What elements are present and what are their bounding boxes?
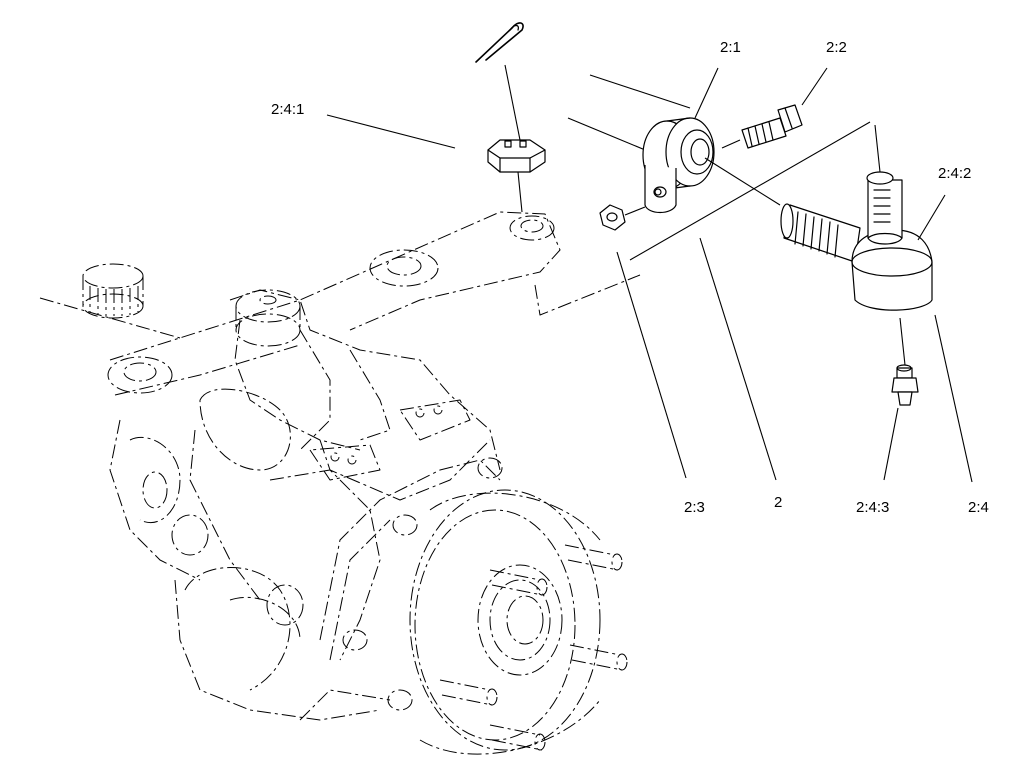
leader-lines bbox=[326, 67, 973, 483]
callout-2-4-2: 2:4:2 bbox=[938, 165, 971, 182]
spindle-assembly bbox=[39, 211, 641, 721]
callout-2-4-3: 2:4:3 bbox=[856, 499, 889, 516]
castle-nut bbox=[487, 139, 546, 213]
callout-2: 2 bbox=[774, 494, 782, 511]
tie-rod-end bbox=[629, 121, 933, 366]
clamp-bolt bbox=[721, 104, 803, 149]
grease-fitting bbox=[891, 364, 919, 406]
wheel-hub bbox=[409, 489, 628, 755]
tie-rod-tube bbox=[567, 74, 781, 214]
hex-nut bbox=[599, 204, 646, 231]
callout-2-3: 2:3 bbox=[684, 499, 705, 516]
cotter-pin bbox=[475, 22, 524, 141]
callout-2-1: 2:1 bbox=[720, 39, 741, 56]
callout-2-2: 2:2 bbox=[826, 39, 847, 56]
callout-labels: 2:4:1 2:1 2:2 2:4:2 2:3 2 2:4:3 2:4 bbox=[271, 39, 989, 516]
callout-2-4-1: 2:4:1 bbox=[271, 101, 304, 118]
callout-2-4: 2:4 bbox=[968, 499, 989, 516]
